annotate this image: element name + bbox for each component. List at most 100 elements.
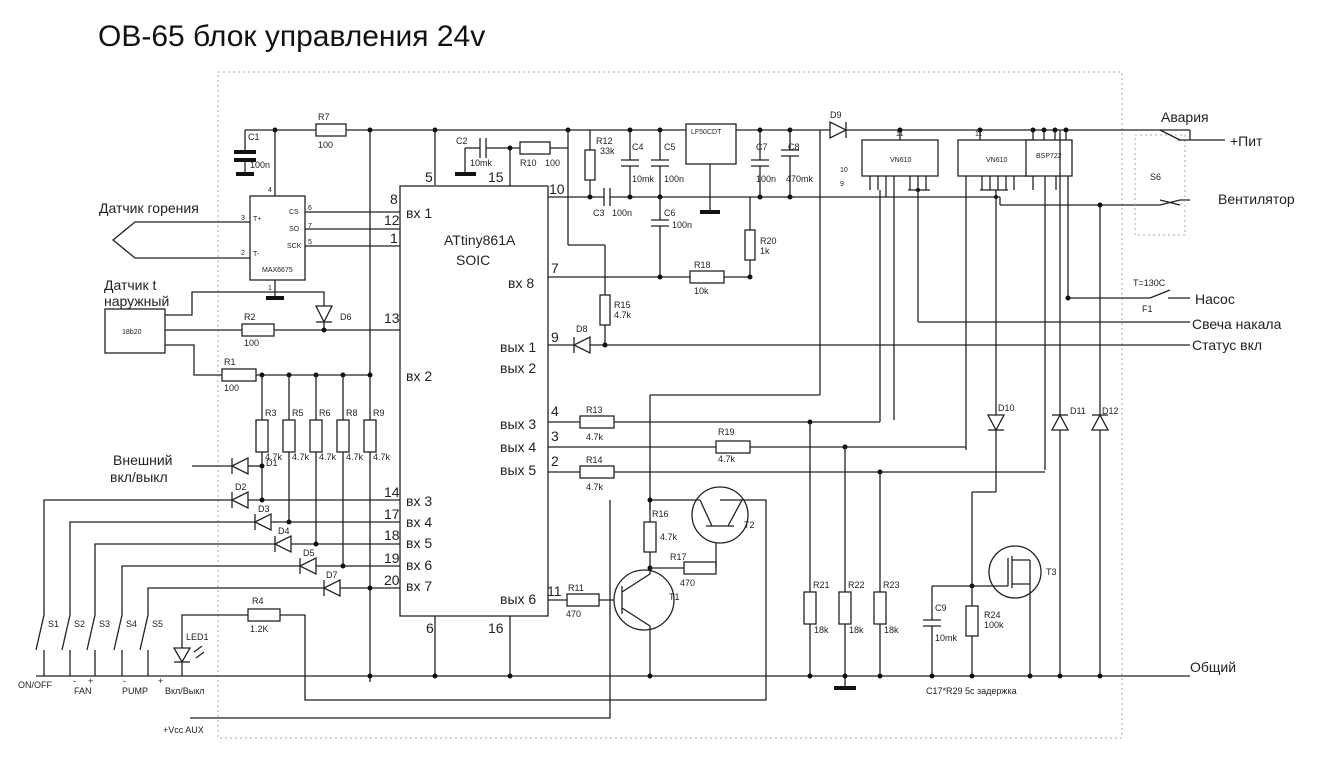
- c7-value: 100n: [756, 174, 776, 184]
- r17-value: 470: [680, 578, 695, 588]
- t3-ref: T3: [1046, 567, 1057, 577]
- diode-d11: D11: [1050, 130, 1086, 676]
- t1-ref: T1: [669, 592, 680, 602]
- switch-s2: S2: [61, 614, 85, 676]
- resistor-r17: R17 470: [650, 530, 717, 588]
- r10-value: 100: [545, 158, 560, 168]
- d12-ref: D12: [1102, 406, 1119, 416]
- s4-ref: S4: [126, 619, 137, 629]
- bsp-label: BSP722: [1036, 153, 1062, 160]
- fan-label: Вентилятор: [1218, 191, 1295, 207]
- pin-9: 9: [551, 329, 559, 345]
- ext-temp-label-1: Датчик t: [104, 277, 157, 293]
- r4-value: 1.2K: [250, 624, 269, 634]
- c9-value: 10mk: [935, 633, 958, 643]
- out3-label: вых 3: [500, 416, 536, 432]
- transistor-t1: R11 470 T1: [548, 569, 680, 676]
- mcu-package: SOIC: [456, 252, 490, 268]
- s1-ref: S1: [48, 619, 59, 629]
- d2-ref: D2: [235, 482, 247, 492]
- r14-ref: R14: [586, 455, 603, 465]
- flame-sensor-label: Датчик горения: [99, 200, 199, 216]
- out6-label: вых 6: [500, 591, 536, 607]
- fan-terminal-label: FAN: [74, 686, 92, 696]
- ds-label: 18b20: [122, 329, 142, 336]
- max-pin7: 7: [308, 223, 312, 230]
- resistor-r4: R4 1.2K: [181, 596, 281, 648]
- d7-ref: D7: [326, 570, 338, 580]
- max-so: SO: [289, 226, 300, 233]
- r19-value: 4.7k: [718, 454, 736, 464]
- capacitor-c7: C7 100n: [751, 142, 776, 200]
- r22-value: 18k: [849, 625, 864, 635]
- resistor-r24: R24 100k: [965, 586, 1004, 676]
- r16-value: 4.7k: [660, 532, 678, 542]
- resistor-r9: R9 4.7k: [363, 408, 391, 462]
- pin-10: 10: [549, 181, 565, 197]
- plus-2: +: [158, 676, 163, 686]
- ic-max6675: T+ T- CS SO SCK MAX6675 4 1 3 2 6 7 5: [241, 187, 400, 300]
- c2-value: 10mk: [470, 158, 493, 168]
- r14-value: 4.7k: [586, 482, 604, 492]
- minus-2: -: [123, 676, 126, 686]
- ground-rail: [36, 673, 1190, 679]
- diode-d7: D7: [147, 570, 400, 615]
- d10-ref: D10: [998, 403, 1015, 413]
- in3-label: вх 3: [406, 493, 432, 509]
- c1-value: 100n: [250, 160, 270, 170]
- glow-plug-label: Свеча накала: [1192, 316, 1282, 332]
- s6-ref: S6: [1150, 172, 1161, 182]
- sensor-18b20: 18b20 R2 100: [104, 291, 400, 376]
- mcu-name: ATtiny861A: [444, 232, 516, 248]
- c5-value: 100n: [664, 174, 684, 184]
- r21-value: 18k: [814, 625, 829, 635]
- transistor-t2: T2: [190, 486, 767, 719]
- r12-ref: R12: [596, 136, 613, 146]
- diode-d12: D12: [1090, 406, 1119, 676]
- vn2-label: VN610: [986, 157, 1008, 164]
- pin-8: 8: [390, 191, 398, 207]
- c8-ref: C8: [788, 142, 800, 152]
- in2-label: вх 2: [406, 368, 432, 384]
- pin-15: 15: [488, 169, 504, 185]
- d3-ref: D3: [258, 504, 270, 514]
- alarm-label: Авария: [1161, 109, 1209, 125]
- r8-ref: R8: [346, 408, 358, 418]
- out5-label: вых 5: [500, 462, 536, 478]
- diode-d10: D10: [971, 403, 1015, 586]
- s2-ref: S2: [74, 619, 85, 629]
- pin-19: 19: [384, 550, 400, 566]
- r2-ref: R2: [244, 312, 256, 322]
- capacitor-c2: C2 10mk: [455, 136, 520, 186]
- in4-label: вх 4: [406, 514, 432, 530]
- diode-d2: D2: [43, 482, 400, 615]
- ic-bsp722: BSP722: [1025, 127, 1073, 470]
- c8-value: 470mk: [786, 174, 814, 184]
- in8-label: вх 8: [508, 275, 534, 291]
- resistor-r21: R21 18k: [803, 422, 830, 676]
- ic-vn610-2: VN610 11: [957, 127, 1035, 450]
- capacitor-c1: C1 100n: [234, 132, 270, 176]
- resistor-r8: R8 4.7k: [336, 375, 364, 566]
- capacitor-c9: C9 10mk: [923, 585, 972, 676]
- r6-ref: R6: [319, 408, 331, 418]
- diode-d8: D8: [548, 324, 1190, 355]
- max-tminus: T-: [253, 251, 260, 258]
- resistor-r19: R19 4.7k: [548, 427, 966, 464]
- r16-ref: R16: [652, 509, 669, 519]
- resistor-r10: R10 100: [519, 130, 606, 295]
- vn1-pin10: 10: [840, 167, 848, 174]
- r12-value: 33k: [600, 146, 615, 156]
- pin-5: 5: [425, 169, 433, 185]
- pin-4: 4: [551, 403, 559, 419]
- d9-ref: D9: [830, 110, 842, 120]
- in5-label: вх 5: [406, 535, 432, 551]
- diode-d6: D6: [314, 305, 352, 333]
- switch-s3: S3: [86, 614, 110, 676]
- c6-ref: C6: [664, 208, 676, 218]
- resistor-r13: R13 4.7k: [548, 190, 881, 442]
- resistor-r20: R20 1k: [744, 197, 777, 277]
- resistor-r14: R14 4.7k: [548, 455, 1045, 492]
- r24-value: 100k: [984, 620, 1004, 630]
- vcc-aux-label: +Vcc AUX: [163, 725, 204, 735]
